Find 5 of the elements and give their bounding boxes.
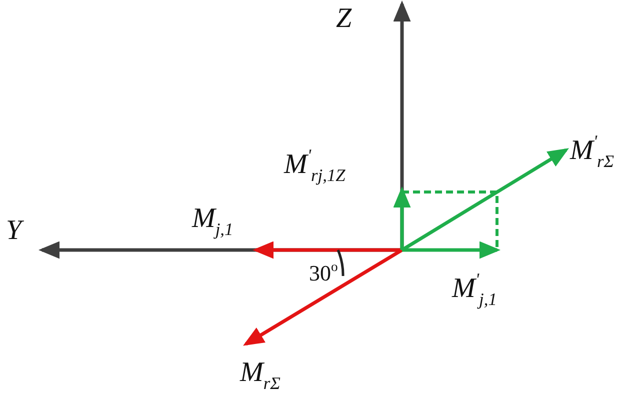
vector-label: Z bbox=[336, 4, 352, 35]
vector-label: M$_{j,1}$ bbox=[192, 204, 234, 239]
vector-label: Y bbox=[6, 216, 22, 247]
vector-label: M$_{rΣ}$ bbox=[240, 358, 280, 393]
vector-label: 30$^{o}$ bbox=[309, 259, 338, 286]
